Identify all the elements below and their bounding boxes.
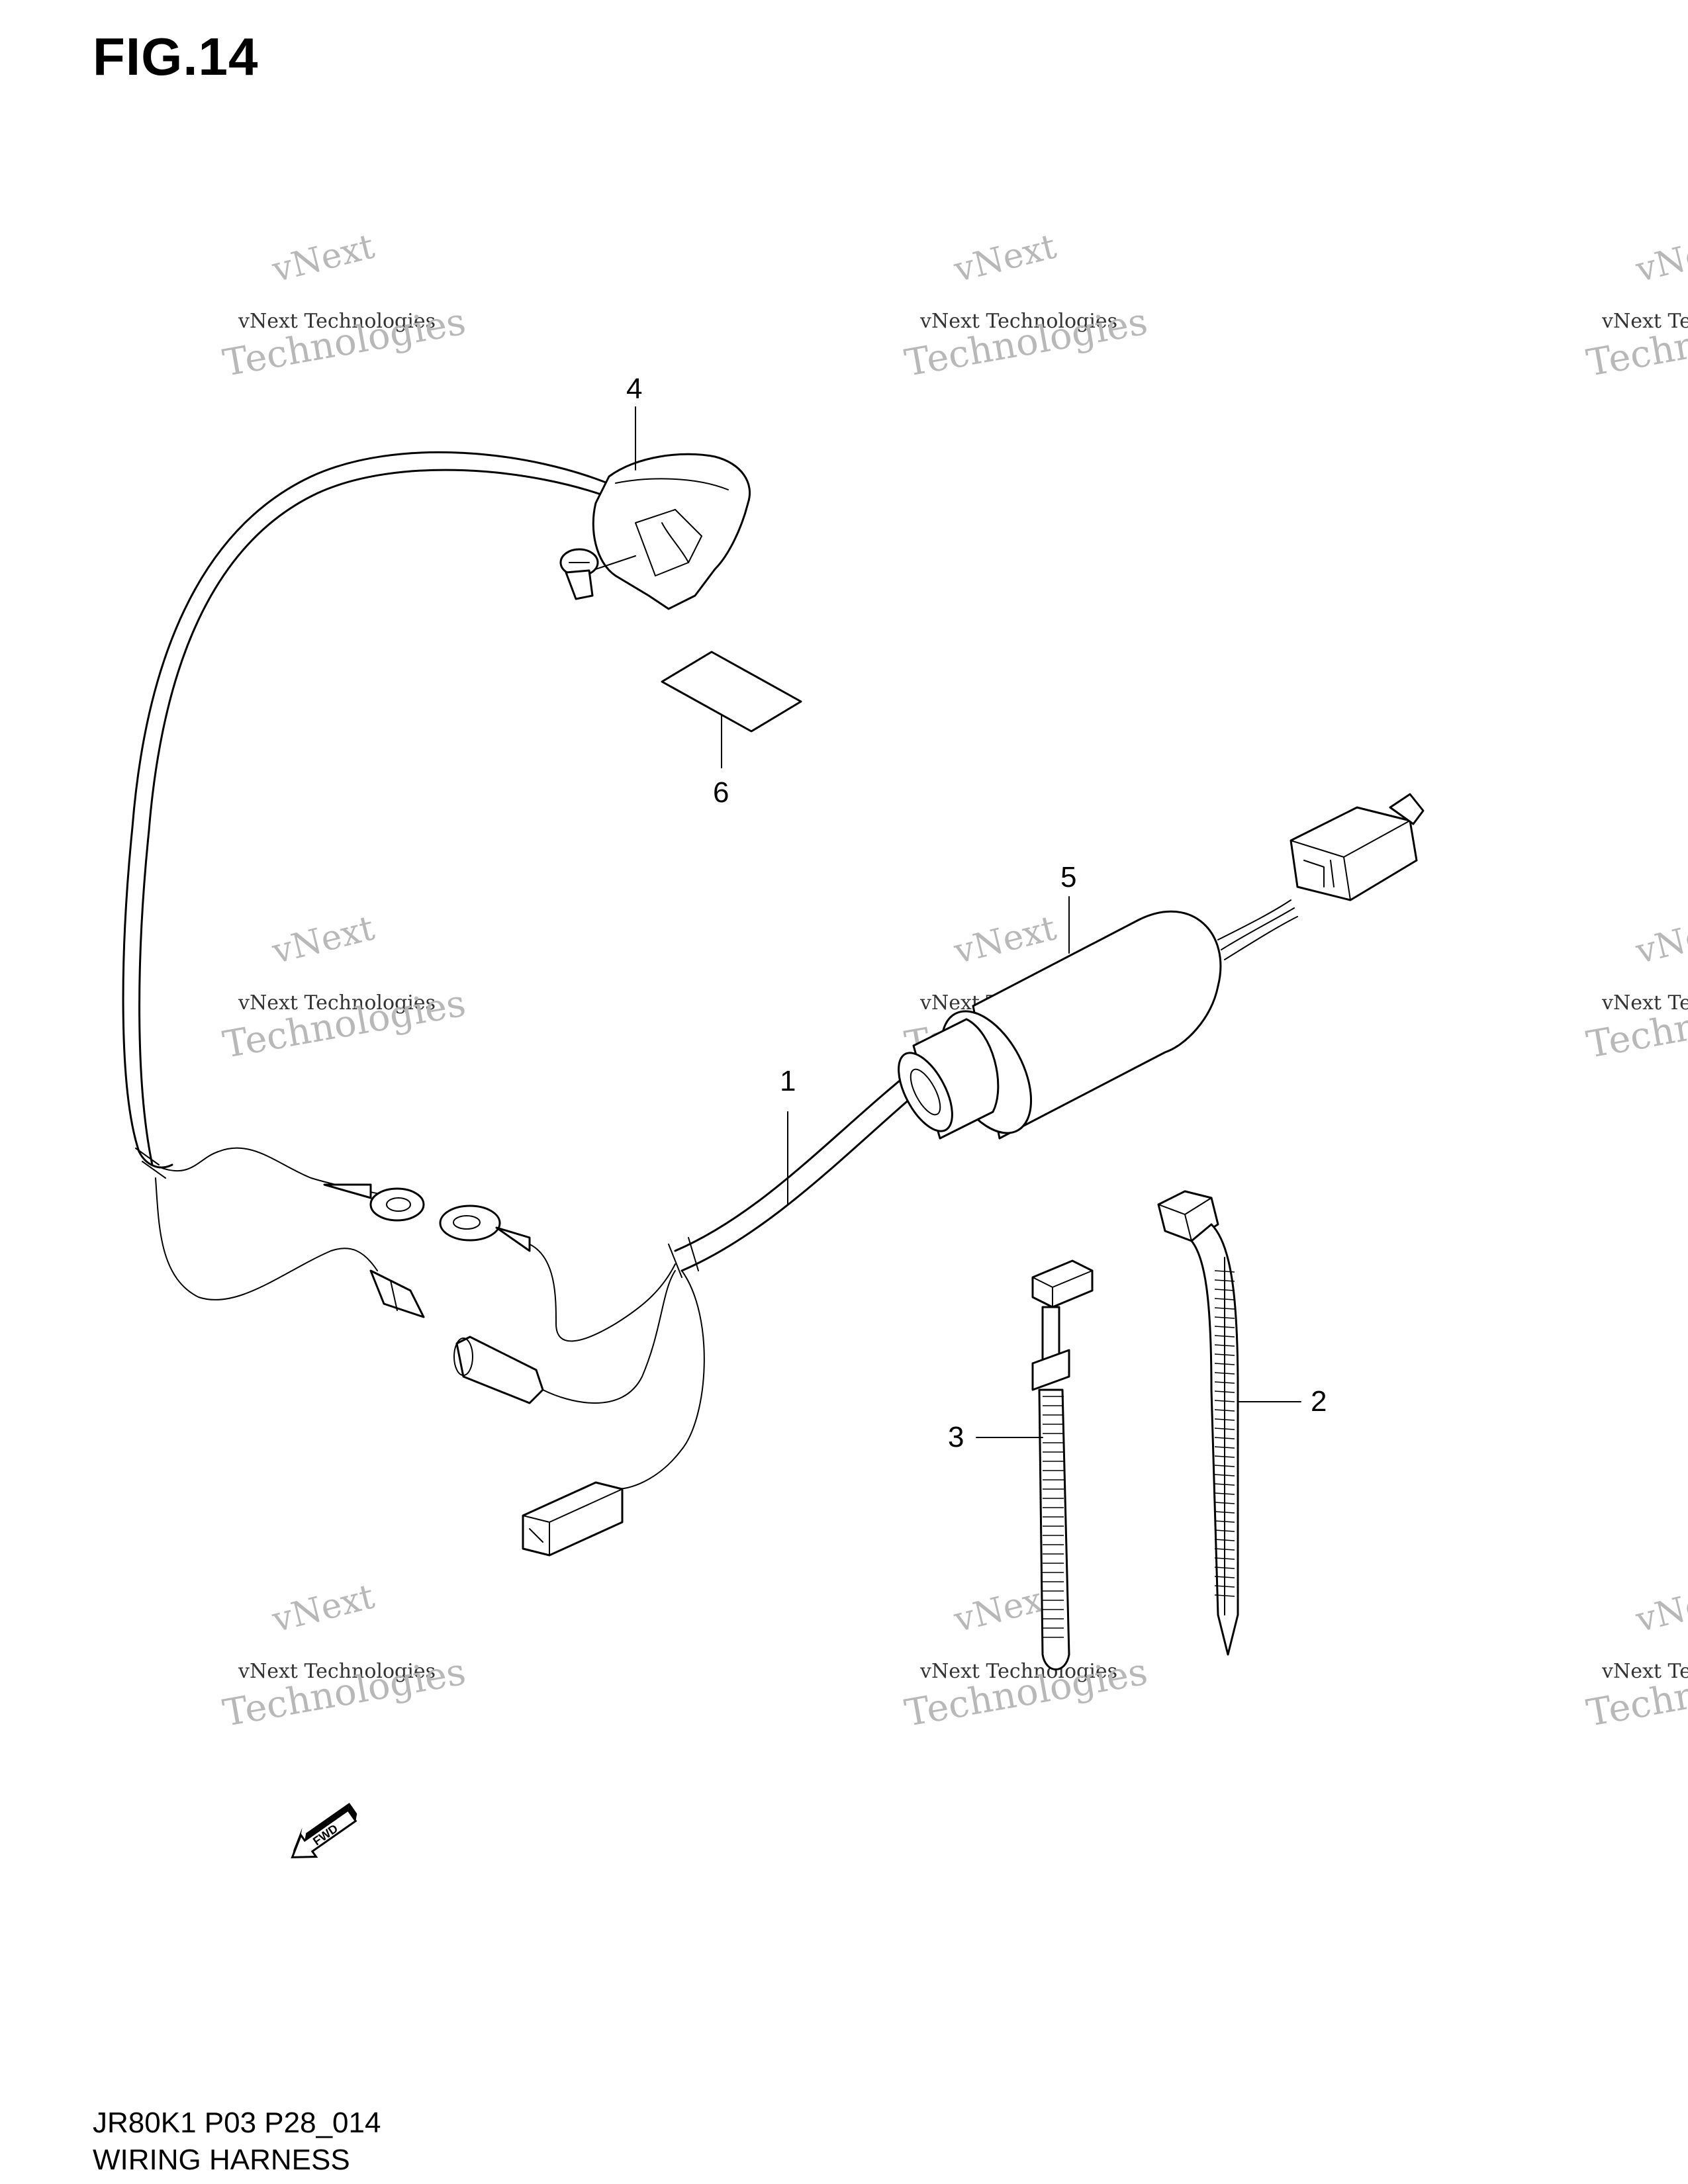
watermark-line1: vNext bbox=[1632, 1576, 1688, 1640]
label-part-6 bbox=[661, 651, 802, 768]
tie-tooth bbox=[1214, 1335, 1235, 1338]
watermark: vNext vNext Technologies Technologies bbox=[220, 226, 469, 385]
tie-tooth bbox=[1214, 1298, 1235, 1300]
tie-tooth bbox=[1214, 1539, 1235, 1541]
tie-tooth bbox=[1214, 1465, 1235, 1467]
callout-6: 6 bbox=[713, 776, 729, 809]
tie-tooth bbox=[1214, 1567, 1235, 1569]
watermark-line1: vNext bbox=[1632, 226, 1688, 290]
watermark-line2: vNext Technologies bbox=[238, 991, 436, 1015]
watermark: vNext vNext Technologies Technologies bbox=[902, 1576, 1150, 1735]
tie-tooth bbox=[1214, 1511, 1235, 1514]
tie-tooth bbox=[1214, 1548, 1235, 1551]
tie-tooth bbox=[1214, 1326, 1235, 1328]
callout-3: 3 bbox=[948, 1421, 964, 1453]
tie-tooth bbox=[1214, 1381, 1235, 1384]
tie-tooth bbox=[1214, 1474, 1235, 1477]
tie-tooth bbox=[1214, 1363, 1235, 1365]
watermark-line2: vNext Technologies bbox=[1601, 1660, 1688, 1683]
diagram-code: JR80K1 P03 P28_014 bbox=[93, 2107, 381, 2139]
tie-tooth bbox=[1214, 1400, 1235, 1402]
tie-tooth bbox=[1214, 1289, 1235, 1291]
watermark: vNext vNext Technologies Technologies bbox=[220, 1576, 469, 1735]
tie-tooth bbox=[1214, 1353, 1235, 1356]
tie-tooth bbox=[1214, 1316, 1235, 1319]
tie-tooth bbox=[1214, 1557, 1235, 1560]
watermark: vNext vNext Technologies Technologies bbox=[1583, 226, 1688, 385]
callout-5: 5 bbox=[1060, 861, 1076, 893]
cable-tie-teeth bbox=[1214, 1270, 1235, 1597]
tie-tooth bbox=[1214, 1594, 1235, 1597]
tie-tooth bbox=[1214, 1492, 1235, 1495]
tie-tooth bbox=[1214, 1428, 1235, 1430]
footer: JR80K1 P03 P28_014 WIRING HARNESS bbox=[93, 2105, 381, 2179]
watermark-line1: vNext bbox=[268, 908, 379, 972]
tie-tooth bbox=[1214, 1409, 1235, 1412]
tie-tooth bbox=[1214, 1270, 1235, 1273]
watermark-line2: vNext Technologies bbox=[238, 1660, 436, 1683]
tie-tooth bbox=[1214, 1390, 1235, 1393]
watermark-line2: vNext Technologies bbox=[238, 310, 436, 333]
tie-tooth bbox=[1214, 1576, 1235, 1578]
watermark-line1: vNext bbox=[268, 1576, 379, 1640]
watermark: vNext vNext Technologies Technologies bbox=[220, 908, 469, 1066]
watermark-line1: vNext bbox=[950, 226, 1060, 290]
noise-filter-part-5 bbox=[898, 793, 1425, 1140]
tie-tooth bbox=[1214, 1437, 1235, 1439]
callout-2: 2 bbox=[1311, 1385, 1327, 1418]
watermark-line2: vNext Technologies bbox=[919, 1660, 1117, 1683]
callouts: 1 2 3 4 5 6 bbox=[626, 373, 1327, 1453]
tie-tooth bbox=[1214, 1446, 1235, 1449]
cable-tie-part-3 bbox=[1031, 1259, 1094, 1670]
watermark-line1: vNext bbox=[268, 226, 379, 290]
watermark: vNext vNext Technologies Technologies bbox=[1583, 1576, 1688, 1735]
figure-title: FIG.14 bbox=[93, 27, 259, 86]
tie-tooth bbox=[1214, 1344, 1235, 1347]
tie-tooth bbox=[1214, 1585, 1235, 1588]
cable-tie-teeth bbox=[1043, 1396, 1064, 1638]
tie-tooth bbox=[1214, 1418, 1235, 1421]
tie-tooth bbox=[1214, 1520, 1235, 1523]
tie-tooth bbox=[1214, 1455, 1235, 1458]
diagram-name: WIRING HARNESS bbox=[93, 2144, 350, 2176]
tie-tooth bbox=[1214, 1502, 1235, 1504]
watermark: vNext vNext Technologies Technologies bbox=[902, 226, 1150, 385]
watermark-line1: vNext bbox=[1632, 908, 1688, 972]
watermark-line2: vNext Technologies bbox=[1601, 991, 1688, 1015]
tie-tooth bbox=[1214, 1372, 1235, 1375]
tie-tooth bbox=[1214, 1483, 1235, 1486]
clamp-part-4 bbox=[559, 453, 751, 610]
watermark-line2: vNext Technologies bbox=[919, 310, 1117, 333]
tie-tooth bbox=[1214, 1279, 1235, 1282]
watermark-line1: vNext bbox=[950, 908, 1060, 972]
tie-tooth bbox=[1214, 1529, 1235, 1532]
watermark-line2: vNext Technologies bbox=[1601, 310, 1688, 333]
callout-4: 4 bbox=[626, 373, 642, 405]
wiring-harness-part-1 bbox=[122, 451, 935, 1557]
fwd-arrow-icon: FWD bbox=[291, 1802, 357, 1858]
cable-tie-part-2 bbox=[1157, 1190, 1239, 1656]
tie-tooth bbox=[1214, 1307, 1235, 1310]
callout-1: 1 bbox=[780, 1065, 796, 1097]
watermark: vNext vNext Technologies Technologies bbox=[1583, 908, 1688, 1066]
